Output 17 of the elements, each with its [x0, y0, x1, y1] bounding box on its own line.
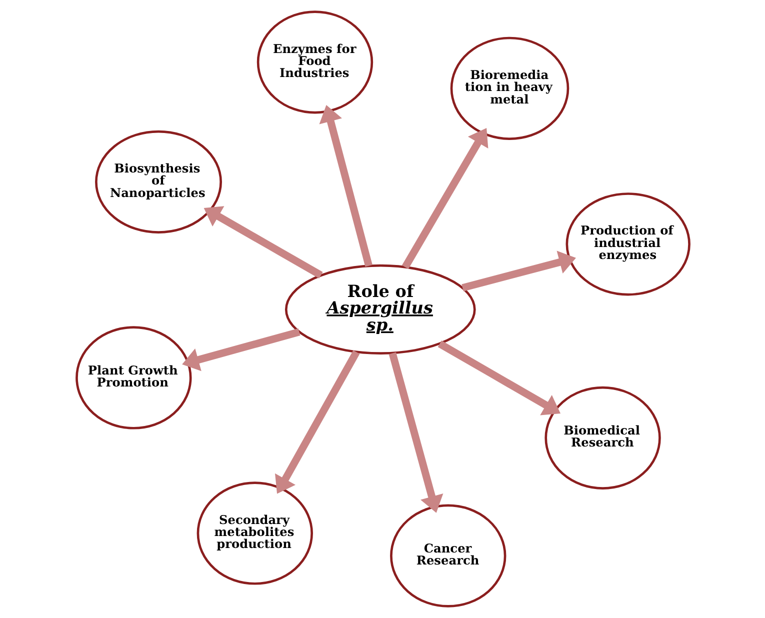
node-ellipse: Role of Aspergillus sp.: [284, 264, 476, 354]
node-ellipse: Secondary metabolites production: [196, 482, 312, 585]
arrow: [461, 250, 576, 292]
arrow: [318, 105, 372, 267]
arrow: [437, 340, 560, 416]
node-ellipse: Cancer Research: [390, 504, 506, 608]
node-ellipse: Biosynthesis of Nanoparticles: [94, 130, 222, 234]
node-ellipse: Production of industrial enzymes: [565, 192, 690, 296]
arrow: [401, 128, 488, 269]
node-ellipse: Enzymes for Food Industries: [256, 10, 373, 114]
arrow: [203, 206, 322, 279]
arrow: [182, 328, 300, 372]
arrow: [388, 352, 443, 513]
node-ellipse: Bioremedia tion in heavy metal: [450, 36, 569, 140]
arrow: [274, 350, 360, 494]
node-ellipse: Plant Growth Promotion: [75, 326, 192, 430]
node-ellipse: Biomedical Research: [544, 386, 660, 490]
